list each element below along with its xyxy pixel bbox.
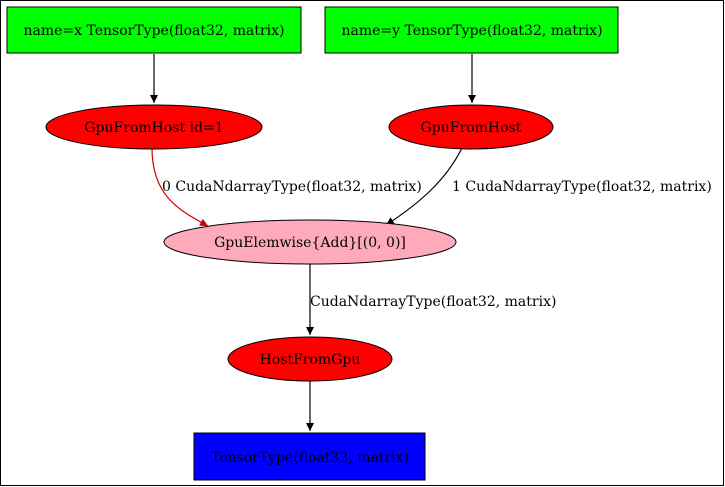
edge-gpufromhost-x-to-elemwise (151, 147, 209, 227)
edge-label-x-elemwise: 0 CudaNdarrayType(float32, matrix) (162, 179, 422, 195)
node-output: TensorType(float32, matrix) (193, 432, 426, 481)
edge-gpufromhost-y-to-elemwise (385, 147, 463, 226)
node-input-y-label: name=y TensorType(float32, matrix) (341, 23, 602, 39)
node-input-y: name=y TensorType(float32, matrix) (324, 6, 619, 54)
edge-label-y-elemwise: 1 CudaNdarrayType(float32, matrix) (452, 179, 712, 195)
node-output-label: TensorType(float32, matrix) (211, 450, 409, 466)
edge-label-elemwise-host: CudaNdarrayType(float32, matrix) (310, 294, 556, 310)
node-gpufromhost-y: GpuFromHost (388, 104, 554, 150)
node-input-x: name=x TensorType(float32, matrix) (6, 6, 302, 54)
node-hostfromgpu-label: HostFromGpu (260, 352, 361, 368)
node-gpufromhost-y-label: GpuFromHost (421, 120, 522, 136)
node-gpu-elemwise: GpuElemwise{Add}[(0, 0)] (163, 219, 457, 265)
node-gpufromhost-x-label: GpuFromHost id=1 (84, 120, 223, 136)
node-hostfromgpu: HostFromGpu (227, 336, 393, 382)
node-gpufromhost-x: GpuFromHost id=1 (45, 104, 263, 150)
node-input-x-label: name=x TensorType(float32, matrix) (23, 23, 284, 39)
node-gpu-elemwise-label: GpuElemwise{Add}[(0, 0)] (214, 235, 406, 251)
